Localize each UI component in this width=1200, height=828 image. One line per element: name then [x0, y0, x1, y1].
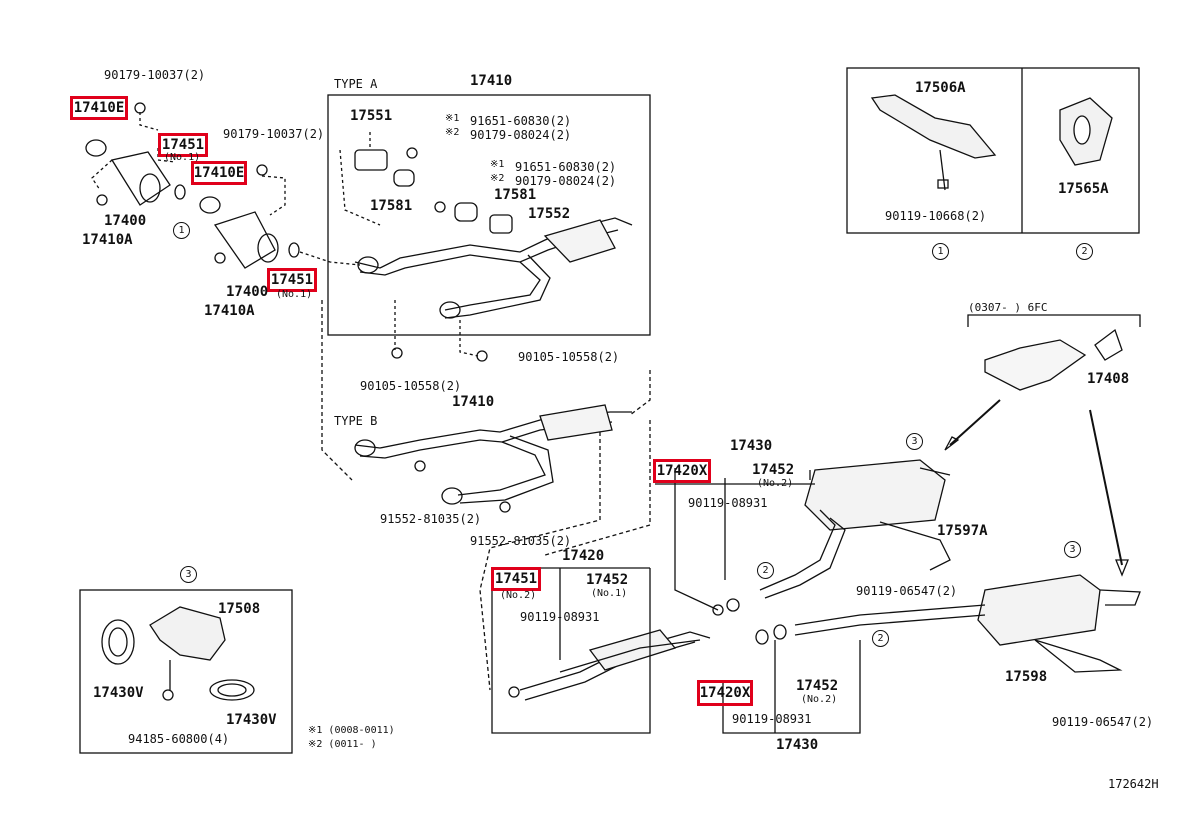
type-b-leader	[321, 300, 353, 481]
label-bolt-17597a: 90119-06547(2)	[856, 584, 958, 598]
converter-upper	[85, 139, 186, 206]
label-17581-b: 17581	[494, 187, 537, 203]
muffler-upper	[655, 459, 951, 616]
footnote-2: ※2 (0011- )	[308, 739, 377, 750]
label-n1b: 91651-60830(2)	[515, 160, 617, 174]
label-n2a-mark: ※2	[445, 127, 460, 138]
hanger-inset-frame	[79, 589, 293, 754]
label-17430v-b: 17430V	[226, 712, 277, 728]
label-17400-a: 17400	[104, 213, 147, 229]
hanger-17508	[101, 606, 255, 701]
circle-2-upper: 2	[757, 562, 774, 579]
label-n1b-mark: ※1	[490, 159, 505, 170]
label-17598: 17598	[1005, 669, 1048, 685]
label-n1a-mark: ※1	[445, 113, 460, 124]
circle-3-inset: 3	[180, 566, 197, 583]
label-no1-low: (No.1)	[591, 588, 628, 599]
label-bolt-b1: 91552-81035(2)	[380, 512, 482, 526]
label-bolt-top2: 90179-10037(2)	[223, 127, 325, 141]
label-17408: 17408	[1087, 371, 1130, 387]
label-17552: 17552	[528, 206, 571, 222]
circle-2-lower: 2	[872, 630, 889, 647]
label-17565a: 17565A	[1058, 181, 1109, 197]
label-no2-low: (No.2)	[500, 590, 537, 601]
nut-icon	[134, 102, 146, 114]
label-nut-17508: 94185-60800(4)	[128, 732, 230, 746]
label-bolt-17506a: 90119-10668(2)	[885, 209, 987, 223]
callout-17410e-2[interactable]: 17410E	[191, 161, 247, 185]
label-17581-a: 17581	[370, 198, 413, 214]
label-n2a: 90179-08024(2)	[470, 128, 572, 142]
type-a-pipe	[339, 132, 633, 362]
label-17506a: 17506A	[915, 80, 966, 96]
label-17430-top: 17430	[730, 438, 773, 454]
type-b-header: TYPE B	[334, 414, 378, 428]
type-a-header: TYPE A	[334, 77, 378, 91]
label-n1a: 91651-60830(2)	[470, 114, 572, 128]
circle-2-box: 2	[1076, 243, 1093, 260]
label-no2-bot: (No.2)	[801, 694, 838, 705]
callout-17451-mid[interactable]: 17451	[267, 268, 317, 292]
label-17400-b: 17400	[226, 284, 269, 300]
label-17430v-a: 17430V	[93, 685, 144, 701]
bracket-17506a	[870, 94, 997, 191]
label-17452-no1: 17452	[586, 572, 629, 588]
label-no1-a: (No.1)	[164, 152, 201, 163]
type-b-pipe	[354, 404, 651, 691]
callout-17420x-1[interactable]: 17420X	[653, 459, 711, 483]
label-bolt-a1: 90105-10558(2)	[360, 379, 462, 393]
label-17410a-b: 17410A	[204, 303, 255, 319]
label-17551: 17551	[350, 108, 393, 124]
label-17430-bot: 17430	[776, 737, 819, 753]
label-bolt-b2: 91552-81035(2)	[470, 534, 572, 548]
label-17410-a: 17410	[470, 73, 513, 89]
circle-3-pipe: 3	[906, 433, 923, 450]
label-17508: 17508	[218, 601, 261, 617]
label-n2b: 90179-08024(2)	[515, 174, 617, 188]
label-17420: 17420	[562, 548, 605, 564]
converter-lower	[199, 196, 300, 269]
diagram-code: 172642H	[1108, 777, 1159, 791]
label-n2b-mark: ※2	[490, 173, 505, 184]
label-bolt-a2: 90105-10558(2)	[518, 350, 620, 364]
range-bracket	[967, 314, 1141, 327]
label-17597a: 17597A	[937, 523, 988, 539]
range-6fc: (0307- ) 6FC	[968, 301, 1048, 314]
nut-icon	[256, 164, 268, 176]
label-17452-no2-top: 17452	[752, 462, 795, 478]
tail-pipe-6fc	[944, 328, 1129, 577]
callout-17420x-2[interactable]: 17420X	[697, 680, 753, 706]
label-no1-b: (No.1)	[276, 289, 313, 300]
muffler-lower	[722, 574, 1141, 734]
label-bolt-17430-top: 90119-08931	[688, 496, 768, 510]
label-bolt-17598: 90119-06547(2)	[1052, 715, 1154, 729]
label-17452-no2-bot: 17452	[796, 678, 839, 694]
label-no2-top: (No.2)	[757, 478, 794, 489]
callout-17410e-1[interactable]: 17410E	[70, 96, 128, 120]
circle-3-muffler: 3	[1064, 541, 1081, 558]
circle-1-main: 1	[173, 222, 190, 239]
callout-17451-low[interactable]: 17451	[491, 567, 541, 591]
footnote-1: ※1 (0008-0011)	[308, 725, 395, 736]
label-bolt-top1: 90179-10037(2)	[104, 68, 206, 82]
callout-17451-top[interactable]: 17451	[158, 133, 208, 157]
bracket-inset-frame	[846, 67, 1140, 234]
label-17410-b: 17410	[452, 394, 495, 410]
circle-1-box: 1	[932, 243, 949, 260]
type-a-frame	[327, 94, 651, 336]
label-17410a-a: 17410A	[82, 232, 133, 248]
rubber-hanger-17565a	[1059, 97, 1113, 166]
label-bolt-17430-bot: 90119-08931	[732, 712, 812, 726]
label-bolt-17420: 90119-08931	[520, 610, 600, 624]
